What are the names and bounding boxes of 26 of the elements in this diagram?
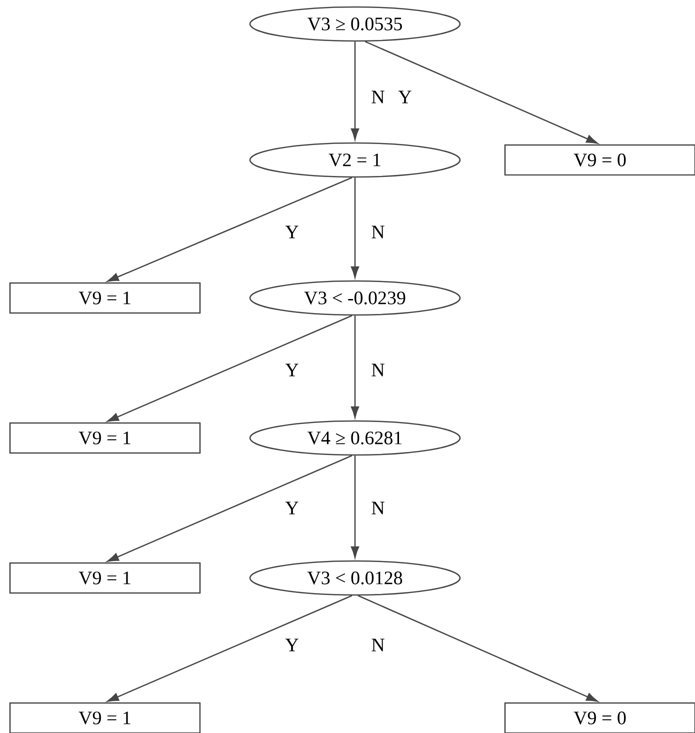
edge-label: N <box>372 638 384 652</box>
leaf-box: V9 = 1 <box>9 562 201 594</box>
arrow <box>358 595 598 702</box>
edge-label: Y <box>285 638 298 652</box>
arrow <box>350 42 360 140</box>
edge-label: N <box>372 364 384 376</box>
arrow <box>107 315 352 422</box>
edge-label: N <box>372 502 384 514</box>
arrow <box>107 455 352 562</box>
edge-label: N <box>372 226 384 238</box>
arrow <box>350 456 360 558</box>
arrow <box>107 595 352 702</box>
edge-label: N <box>372 90 384 104</box>
edge-label: Y <box>285 226 298 238</box>
arrow <box>107 177 352 282</box>
arrow <box>350 316 360 418</box>
edge-label: Y <box>285 364 298 376</box>
arrow <box>364 40 598 144</box>
leaf-box: V9 = 0 <box>504 702 695 733</box>
edge-label: Y <box>285 502 298 514</box>
arrow <box>350 178 360 278</box>
edge-label: Y <box>398 90 412 104</box>
leaf-box: V9 = 1 <box>9 282 201 314</box>
leaf-box: V9 = 1 <box>9 702 201 733</box>
leaf-box: V9 = 0 <box>504 144 695 176</box>
leaf-box: V9 = 1 <box>9 422 201 454</box>
